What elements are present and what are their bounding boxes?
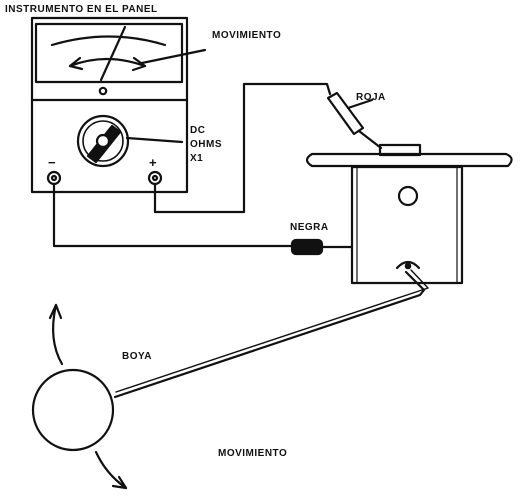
panel-instrument-label: INSTRUMENTO EN EL PANEL xyxy=(5,4,158,15)
float-label: BOYA xyxy=(122,351,152,362)
red-lead-wire xyxy=(153,82,332,214)
black-probe xyxy=(290,238,324,256)
selector-dial[interactable] xyxy=(76,114,130,168)
arrow-head-left xyxy=(68,56,84,71)
float-movement-arc-lower xyxy=(94,450,128,490)
x1-label: X1 xyxy=(190,153,203,164)
dc-label: DC xyxy=(190,125,205,136)
movement-label-top: MOVIMIENTO xyxy=(212,30,281,41)
movimiento-leader-line xyxy=(140,48,207,65)
sender-body xyxy=(350,165,464,285)
red-lead-label: ROJA xyxy=(356,92,386,103)
needle-movement-arrow xyxy=(68,57,147,68)
pivot-mark-dot xyxy=(404,262,412,270)
movement-label-bottom: MOVIMIENTO xyxy=(218,448,287,459)
meter-scale-arc xyxy=(50,35,167,47)
selector-hub xyxy=(95,133,111,149)
positive-jack[interactable] xyxy=(147,170,163,186)
sender-mounting-plate xyxy=(305,152,513,168)
red-probe-tip xyxy=(357,129,383,150)
red-probe xyxy=(326,91,365,136)
dial-setting-leader xyxy=(125,136,184,144)
selector-dial-inner xyxy=(82,120,124,162)
float-movement-arrowhead-down xyxy=(111,475,128,490)
float-ball xyxy=(31,368,115,452)
float-movement-arc-upper xyxy=(51,303,64,366)
pivot-mark xyxy=(395,260,421,270)
float-arm-outline xyxy=(115,269,429,393)
minus-label: − xyxy=(48,155,56,170)
sender-hole xyxy=(397,185,419,207)
multimeter-body xyxy=(30,16,189,194)
arrow-head-right xyxy=(131,56,147,72)
positive-jack-hole xyxy=(151,174,159,182)
negative-jack-hole xyxy=(50,174,58,182)
float-movement-arrowhead-up xyxy=(48,303,63,320)
meter-needle xyxy=(99,25,127,82)
black-lead-label: NEGRA xyxy=(290,222,329,233)
needle-pivot xyxy=(98,86,108,96)
ohms-label: OHMS xyxy=(190,139,222,150)
float-arm xyxy=(113,270,426,399)
negative-jack[interactable] xyxy=(46,170,62,186)
meter-window xyxy=(34,22,184,84)
black-lead-wire xyxy=(52,182,294,248)
roja-leader-line xyxy=(346,98,374,110)
plus-label: + xyxy=(149,155,157,170)
